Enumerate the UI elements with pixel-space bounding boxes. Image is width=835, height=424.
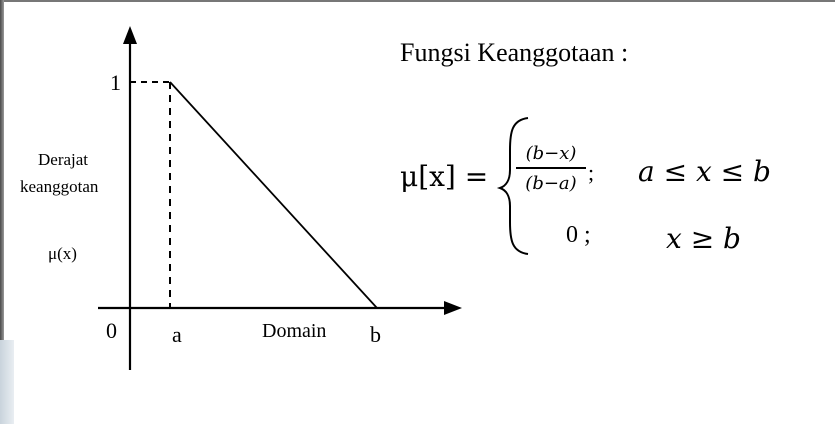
fraction-bar bbox=[516, 167, 586, 169]
function-title: Fungsi Keanggotaan : bbox=[400, 38, 629, 67]
y-axis-label-symbol: μ(x) bbox=[48, 244, 77, 263]
x-tick-a: a bbox=[172, 322, 182, 347]
x-tick-b: b bbox=[370, 322, 381, 347]
formula-lhs: μ[x] = bbox=[400, 160, 489, 193]
case1-denominator: (b−a) bbox=[525, 172, 577, 194]
y-axis-label-line1: Derajat bbox=[38, 150, 89, 169]
membership-line bbox=[169, 81, 378, 309]
piecewise-brace bbox=[496, 117, 529, 255]
x-axis-arrowhead bbox=[444, 301, 462, 315]
y-tick-one: 1 bbox=[110, 70, 121, 95]
left-border bbox=[0, 0, 4, 424]
origin-label: 0 bbox=[106, 318, 117, 343]
case2-condition: x ≥ b bbox=[666, 222, 741, 255]
case2-value: 0 ; bbox=[566, 222, 591, 248]
case1-fraction: (b−x) (b−a) bbox=[516, 143, 586, 194]
case1-separator: ; bbox=[588, 160, 595, 185]
case1-numerator: (b−x) bbox=[525, 143, 577, 164]
left-edge-tab bbox=[0, 340, 14, 424]
case1-condition: a ≤ x ≤ b bbox=[638, 155, 771, 188]
y-axis-label-line2: keanggotan bbox=[20, 177, 99, 196]
top-border bbox=[0, 0, 835, 2]
y-axis-arrowhead bbox=[123, 26, 137, 44]
x-axis-label: Domain bbox=[262, 320, 327, 342]
